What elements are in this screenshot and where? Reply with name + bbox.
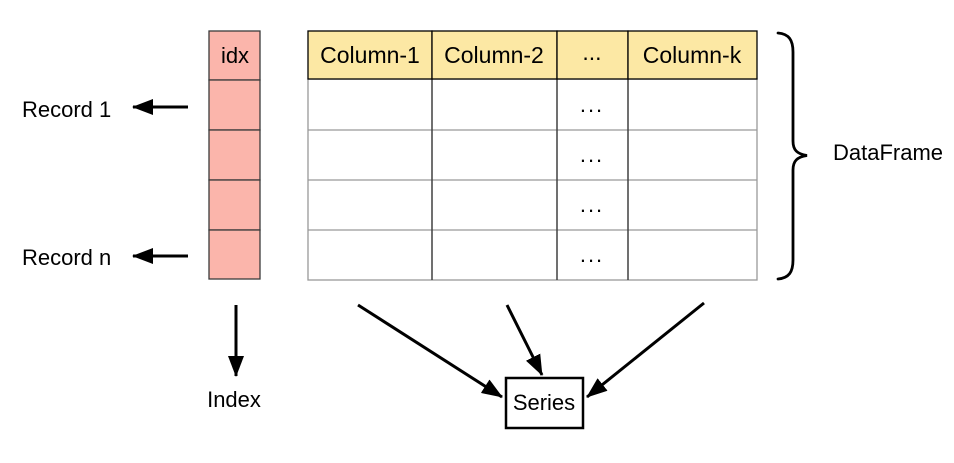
- idx-cell-4: [208, 229, 261, 280]
- idx-cell-3: [208, 179, 261, 231]
- row-2-ellipsis: ...: [580, 142, 604, 167]
- column-k-to-series-arrow: [586, 301, 705, 399]
- record-n-label: Record n: [22, 245, 111, 270]
- idx-cell-2: [208, 129, 261, 181]
- series-annotation: Series: [357, 301, 705, 430]
- header-label-column-2: Column-2: [444, 42, 544, 68]
- header-label-ellipsis: ...: [582, 39, 601, 65]
- idx-header-cell: [208, 30, 261, 81]
- header-label-column-1: Column-1: [320, 42, 420, 68]
- row-1-ellipsis: ...: [580, 92, 604, 117]
- idx-cell-1: [208, 79, 261, 131]
- index-label: Index: [207, 387, 261, 412]
- series-label: Series: [513, 390, 575, 415]
- index-column: idx: [208, 30, 261, 280]
- dataframe-brace: [776, 31, 808, 281]
- header-cell-ellipsis: [556, 30, 629, 80]
- header-label-column-k: Column-k: [643, 42, 742, 68]
- header-cell-column-k: [627, 30, 758, 80]
- idx-header-label: idx: [221, 43, 249, 68]
- column-2-to-series-arrow: [505, 304, 544, 376]
- dataframe-annotation: DataFrame: [776, 31, 943, 281]
- series-box: [504, 376, 585, 430]
- index-annotation: Index: [207, 305, 261, 412]
- header-cell-column-2: [431, 30, 558, 80]
- column-1-to-series-arrow: [357, 303, 503, 399]
- row-4-ellipsis: ...: [580, 242, 604, 267]
- row-3-ellipsis: ...: [580, 192, 604, 217]
- dataframe-table: Column-1 Column-2 ... Column-k ... ... .…: [307, 30, 758, 281]
- dataframe-label: DataFrame: [833, 140, 943, 165]
- record-1-label: Record 1: [22, 97, 111, 122]
- record-annotations: Record 1 Record n: [22, 97, 188, 270]
